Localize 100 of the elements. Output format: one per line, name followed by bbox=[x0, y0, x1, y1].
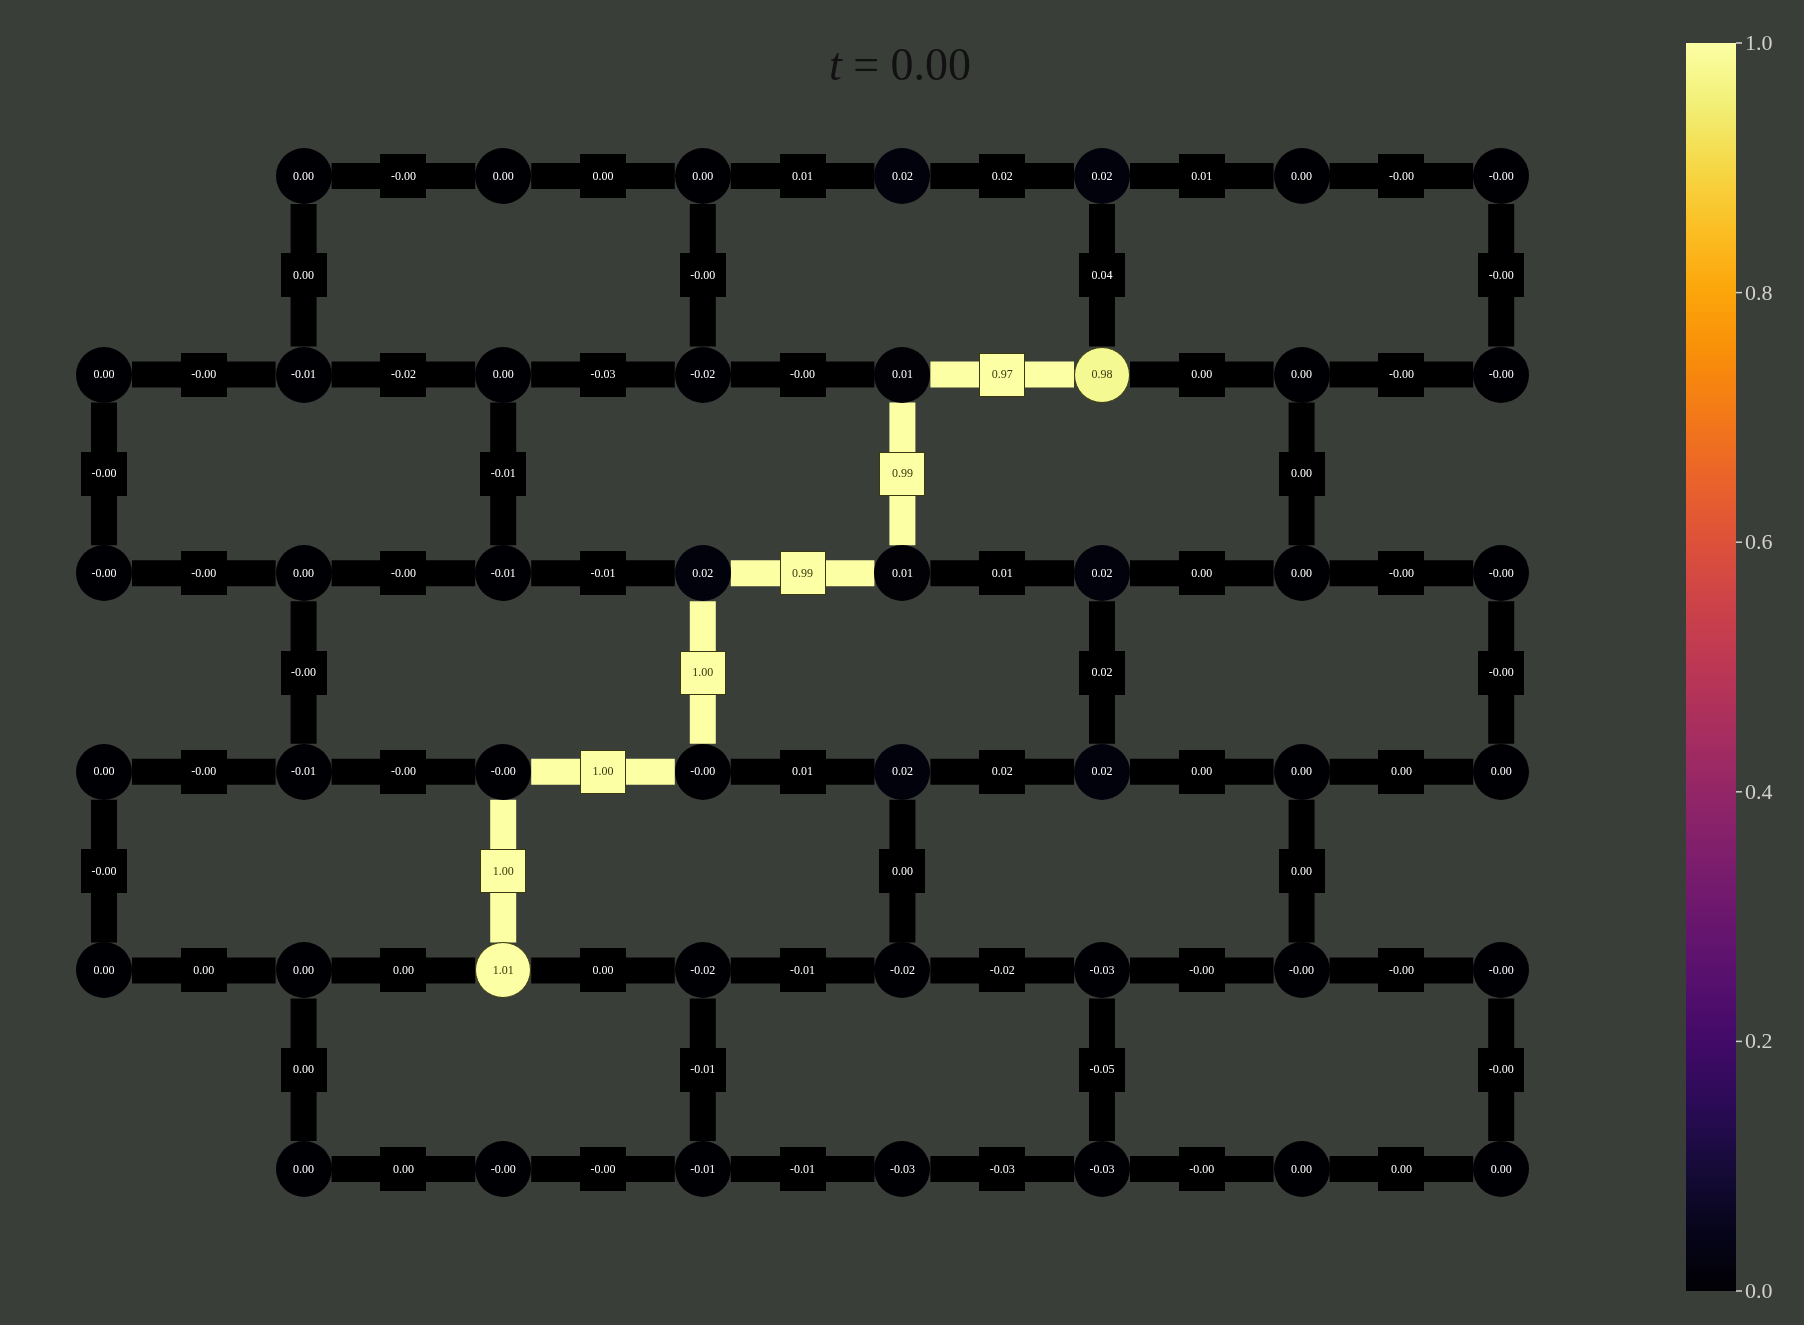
node-value: -0.03 bbox=[1089, 962, 1115, 978]
edge-label: 0.00 bbox=[280, 253, 327, 298]
edge-label: 0.01 bbox=[979, 551, 1026, 596]
edge-label: 0.00 bbox=[1178, 352, 1225, 397]
node-value: 0.00 bbox=[1291, 565, 1313, 581]
graph-edge bbox=[290, 601, 317, 744]
graph-edge bbox=[331, 163, 476, 189]
edge-label: 0.00 bbox=[1178, 551, 1225, 596]
graph-edge bbox=[1130, 758, 1274, 785]
node-value: -0.00 bbox=[1488, 367, 1514, 383]
node-value: 0.00 bbox=[93, 367, 115, 383]
node-value: -0.02 bbox=[690, 367, 716, 383]
edge-label: 0.01 bbox=[1178, 154, 1225, 198]
node-value: -0.00 bbox=[1289, 962, 1315, 978]
edge-label: 0.99 bbox=[879, 451, 926, 496]
graph-edge bbox=[331, 1156, 476, 1182]
node-value: -0.01 bbox=[690, 1161, 716, 1177]
graph-edge bbox=[1130, 163, 1274, 189]
edge-label: -0.00 bbox=[380, 154, 427, 198]
graph-edge bbox=[930, 758, 1074, 785]
node-value: 0.02 bbox=[1091, 764, 1113, 780]
edge-label: -0.03 bbox=[979, 1147, 1026, 1191]
graph-edge bbox=[730, 361, 875, 388]
node-value: -0.01 bbox=[291, 367, 317, 383]
graph-edge bbox=[730, 1156, 875, 1182]
node-value: 0.01 bbox=[891, 367, 913, 383]
node-value: -0.01 bbox=[291, 764, 317, 780]
node-value: 0.00 bbox=[93, 962, 115, 978]
edge-label: 1.00 bbox=[580, 749, 626, 794]
edge-label: -0.00 bbox=[1378, 948, 1425, 993]
graph-edge bbox=[930, 361, 1074, 388]
edge-label: 0.00 bbox=[1278, 849, 1325, 894]
node-value: 0.00 bbox=[293, 1161, 315, 1177]
graph-edge bbox=[730, 957, 875, 984]
node-value: 0.00 bbox=[1291, 367, 1313, 383]
node-value: 0.02 bbox=[891, 168, 913, 184]
edge-label: 0.00 bbox=[1178, 749, 1225, 794]
edge-label: -0.01 bbox=[679, 1047, 726, 1092]
edge-label: 0.02 bbox=[979, 749, 1026, 794]
graph-edge bbox=[1130, 957, 1274, 984]
edge-label: -0.00 bbox=[1478, 1047, 1525, 1092]
node-value: 0.02 bbox=[891, 764, 913, 780]
edge-label: -0.02 bbox=[979, 948, 1026, 993]
node-value: 0.00 bbox=[1490, 764, 1512, 780]
edge-label: -0.00 bbox=[180, 749, 227, 794]
node-value: 0.00 bbox=[692, 168, 714, 184]
graph-edge bbox=[1130, 560, 1274, 587]
node-value: -0.00 bbox=[690, 764, 716, 780]
graph-edge bbox=[930, 1156, 1074, 1182]
node-value: -0.00 bbox=[1488, 565, 1514, 581]
edge-label: -0.05 bbox=[1079, 1047, 1125, 1092]
graph-edge bbox=[689, 998, 716, 1141]
edge-label: -0.00 bbox=[1478, 650, 1525, 695]
edge-label: 0.00 bbox=[1278, 451, 1325, 496]
graph-edge bbox=[331, 957, 476, 984]
edge-label: 0.00 bbox=[280, 1047, 327, 1092]
graph-edge bbox=[1329, 163, 1474, 189]
node-value: 0.00 bbox=[293, 962, 315, 978]
graph-edge bbox=[1488, 204, 1515, 347]
edge-label: -0.01 bbox=[480, 451, 527, 496]
node-value: 0.00 bbox=[1291, 1161, 1313, 1177]
graph-edge bbox=[1329, 758, 1474, 785]
node-value: 0.00 bbox=[492, 367, 514, 383]
graph-edge bbox=[290, 998, 317, 1141]
node-value: 0.00 bbox=[93, 764, 115, 780]
graph-edge bbox=[91, 402, 117, 546]
graph-edge bbox=[1329, 1156, 1474, 1182]
edge-label: -0.00 bbox=[180, 352, 227, 397]
tick-label: 0.0 bbox=[1745, 1280, 1773, 1302]
graph-edge bbox=[1288, 799, 1315, 943]
edge-label: -0.00 bbox=[180, 551, 227, 596]
edge-label: -0.00 bbox=[1478, 253, 1525, 298]
graph-edge bbox=[689, 204, 716, 347]
tick-label: 1.0 bbox=[1745, 32, 1773, 54]
edge-label: 0.00 bbox=[879, 849, 926, 894]
node-value: 0.02 bbox=[1091, 168, 1113, 184]
node-value: -0.03 bbox=[889, 1161, 915, 1177]
edge-label: 0.00 bbox=[380, 1147, 427, 1191]
edge-label: 0.00 bbox=[1378, 749, 1425, 794]
node-value: 0.98 bbox=[1091, 367, 1113, 383]
graph-edge bbox=[331, 758, 476, 785]
edge-label: 0.01 bbox=[779, 154, 826, 198]
node-value: 0.00 bbox=[1291, 764, 1313, 780]
graph-edge bbox=[1488, 998, 1515, 1141]
graph-edge bbox=[930, 957, 1074, 984]
edge-label: -0.00 bbox=[280, 650, 327, 695]
graph-edge bbox=[1089, 204, 1115, 347]
graph-edge bbox=[531, 560, 675, 587]
graph-edge bbox=[490, 799, 517, 943]
node-value: 1.01 bbox=[492, 962, 514, 978]
edge-label: -0.01 bbox=[779, 948, 826, 993]
edge-label: -0.01 bbox=[580, 551, 626, 596]
edge-label: -0.00 bbox=[380, 749, 427, 794]
node-value: -0.01 bbox=[490, 565, 516, 581]
edge-label: -0.00 bbox=[679, 253, 726, 298]
tick-label: 0.2 bbox=[1745, 1030, 1773, 1053]
node-value: 0.00 bbox=[1291, 168, 1313, 184]
graph-edge bbox=[1329, 957, 1474, 984]
graph-edge bbox=[290, 204, 317, 347]
graph-edge bbox=[531, 957, 675, 984]
